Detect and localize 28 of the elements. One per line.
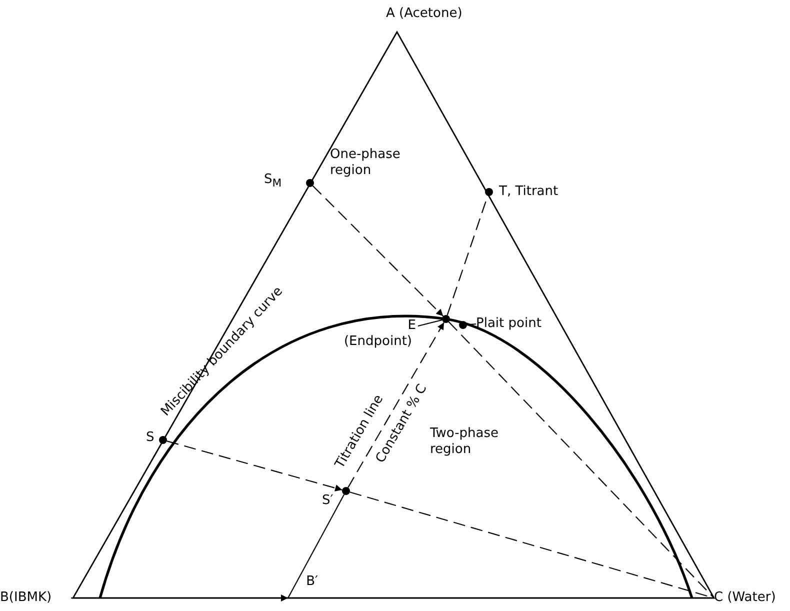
point-label: B(IBMK) — [0, 590, 71, 606]
region-label: One-phase region — [330, 147, 402, 179]
leader-line — [448, 322, 714, 598]
point-marker — [342, 487, 350, 495]
point-label: T, Titrant — [499, 184, 558, 200]
region-label: Two-phase region — [430, 426, 500, 458]
point-label: S′ — [322, 493, 334, 509]
point-marker — [306, 179, 314, 187]
point-label: C (Water) — [714, 590, 790, 606]
arrow — [71, 594, 288, 602]
arrow — [348, 322, 444, 488]
point-label: Plait point — [476, 316, 552, 332]
point-note: (Endpoint) — [342, 334, 413, 350]
point-label: B′ — [288, 574, 318, 590]
point-label: S$_{M}$ — [264, 172, 282, 192]
arrow — [166, 440, 342, 492]
leader-line — [466, 323, 476, 326]
point-label: A (Acetone) — [386, 6, 476, 22]
leader-line — [418, 319, 442, 327]
tie-line — [288, 494, 345, 598]
point-marker — [159, 436, 167, 444]
point-label: E — [406, 318, 417, 334]
point-marker — [459, 321, 467, 329]
point-label: S — [146, 430, 154, 446]
arrow — [312, 185, 444, 317]
point-marker — [442, 315, 450, 323]
tie-line — [350, 492, 714, 599]
point-marker — [485, 188, 493, 196]
